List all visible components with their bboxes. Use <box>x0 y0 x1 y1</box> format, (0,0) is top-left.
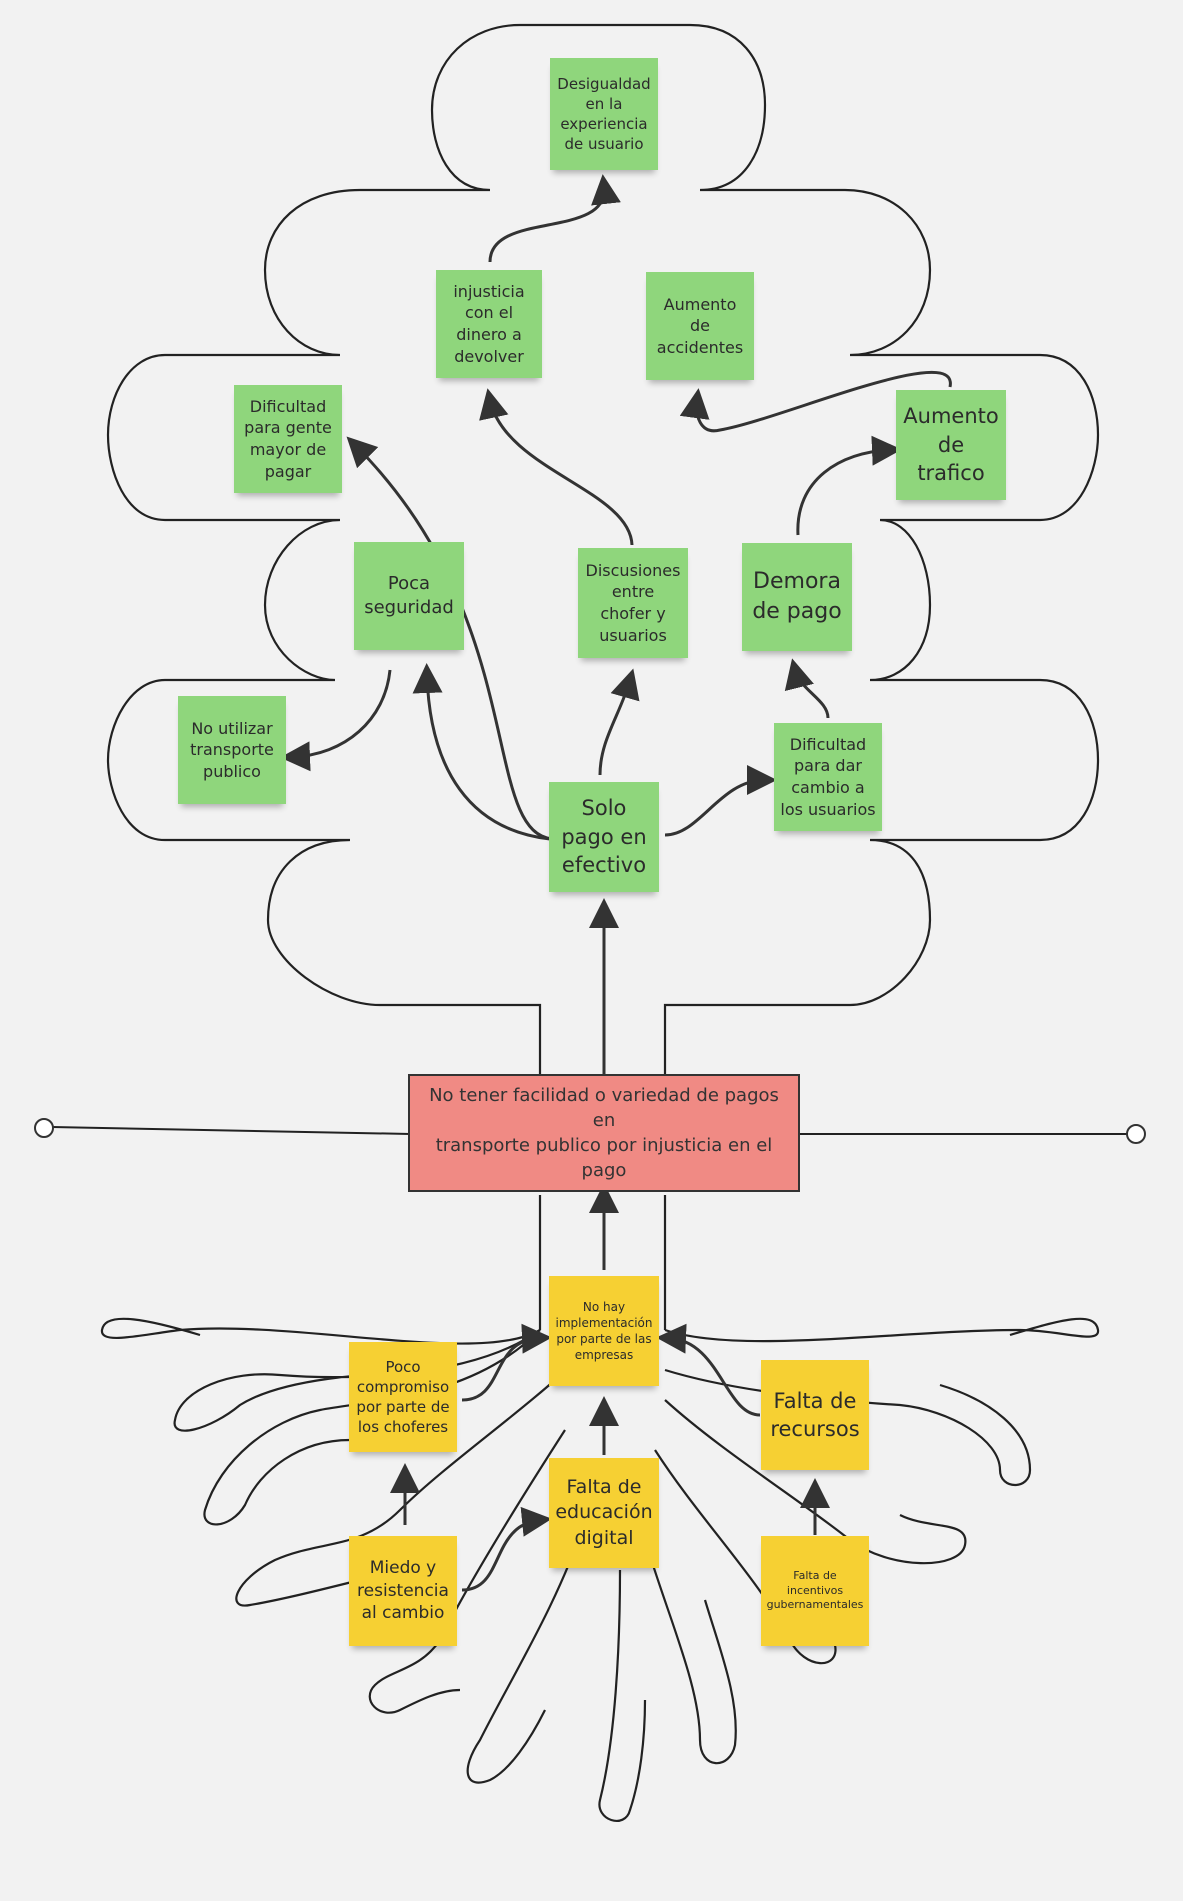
effect-trafico-note[interactable]: Aumento de trafico <box>896 390 1006 500</box>
effect-poca-seguridad-note[interactable]: Poca seguridad <box>354 542 464 650</box>
effect-dificultad-mayor-note[interactable]: Dificultad para gente mayor de pagar <box>234 385 342 493</box>
cause-falta-incentivos-note[interactable]: Falta de incentivos gubernamentales <box>761 1536 869 1646</box>
effect-dificultad-cambio-note[interactable]: Dificultad para dar cambio a los usuario… <box>774 723 882 831</box>
cause-arrows <box>390 1183 830 1592</box>
cause-miedo-note[interactable]: Miedo y resistencia al cambio <box>349 1536 457 1646</box>
effect-demora-note[interactable]: Demora de pago <box>742 543 852 651</box>
left-end-dot <box>34 1118 54 1138</box>
effect-discusiones-note[interactable]: Discusiones entre chofer y usuarios <box>578 548 688 658</box>
effect-accidentes-note[interactable]: Aumento de accidentes <box>646 272 754 380</box>
effect-solo-pago-note[interactable]: Solo pago en efectivo <box>549 782 659 892</box>
effect-arrows <box>280 174 952 1075</box>
effect-injusticia-note[interactable]: injusticia con el dinero a devolver <box>436 270 542 378</box>
right-end-dot <box>1126 1124 1146 1144</box>
left-axis-line <box>51 1126 411 1135</box>
cause-no-implementacion-note[interactable]: No hay implementación por parte de las e… <box>549 1276 659 1386</box>
cause-falta-educacion-note[interactable]: Falta de educación digital <box>549 1458 659 1568</box>
roots <box>100 1317 1100 1822</box>
effect-no-utilizar-note[interactable]: No utilizar transporte publico <box>178 696 286 804</box>
cause-poco-compromiso-note[interactable]: Poco compromiso por parte de los chofere… <box>349 1342 457 1452</box>
effect-desigualdad-note[interactable]: Desigualdad en la experiencia de usuario <box>550 58 658 170</box>
cause-falta-recursos-note[interactable]: Falta de recursos <box>761 1360 869 1470</box>
tree-crown <box>106 23 1100 1075</box>
core-problem-box: No tener facilidad o variedad de pagos e… <box>408 1074 800 1192</box>
